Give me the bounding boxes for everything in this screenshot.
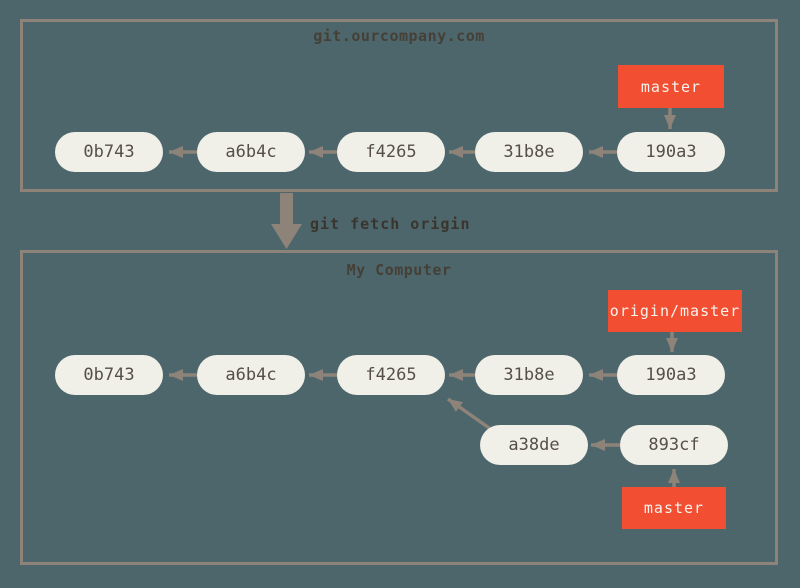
remote-commit-0b743: 0b743: [55, 132, 163, 172]
local-origin-master-branch-label: origin/master: [608, 290, 742, 332]
local-master-branch-label: master: [622, 487, 726, 529]
local-commit-893cf: 893cf: [620, 425, 728, 465]
local-commit-0b743: 0b743: [55, 355, 163, 395]
fetch-arrow: [271, 193, 302, 249]
local-commit-a6b4c: a6b4c: [197, 355, 305, 395]
remote-master-branch-label: master: [618, 65, 724, 108]
remote-commit-190a3: 190a3: [617, 132, 725, 172]
local-commit-a38de: a38de: [480, 425, 588, 465]
fetch-command-label: git fetch origin: [310, 215, 471, 233]
local-repo-title: My Computer: [346, 261, 452, 279]
local-commit-f4265: f4265: [337, 355, 445, 395]
local-commit-31b8e: 31b8e: [475, 355, 583, 395]
local-repo-box: [20, 250, 778, 565]
remote-repo-title: git.ourcompany.com: [313, 27, 485, 45]
remote-commit-f4265: f4265: [337, 132, 445, 172]
remote-repo-box: [20, 19, 778, 192]
remote-commit-31b8e: 31b8e: [475, 132, 583, 172]
remote-commit-a6b4c: a6b4c: [197, 132, 305, 172]
local-commit-190a3: 190a3: [617, 355, 725, 395]
